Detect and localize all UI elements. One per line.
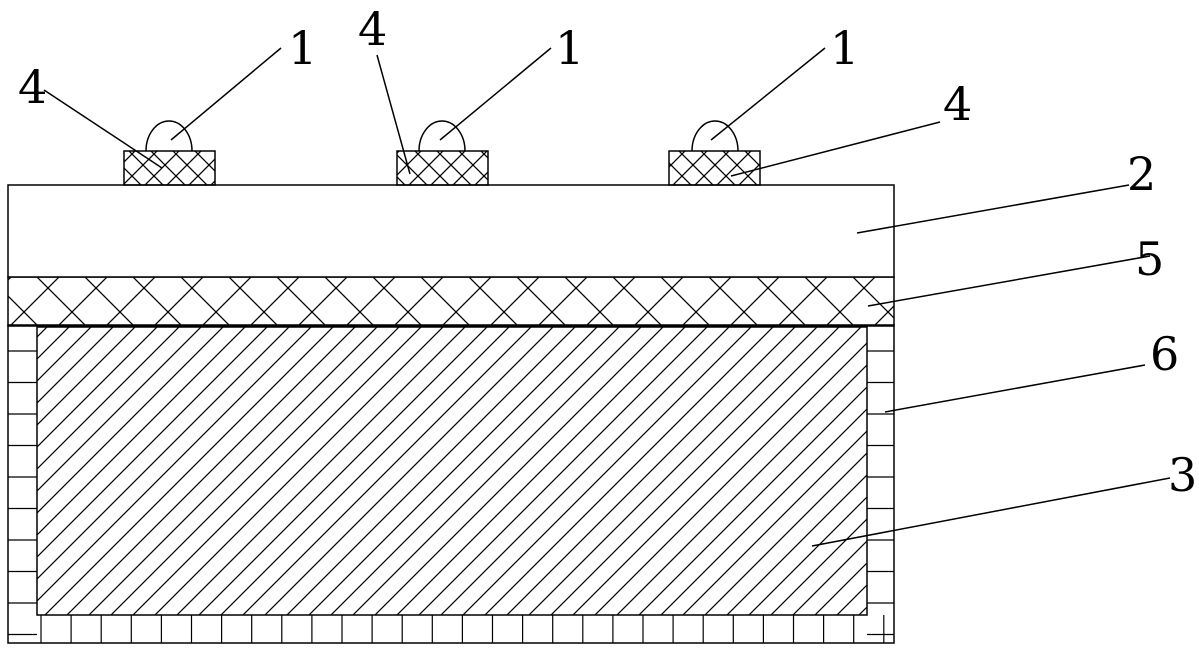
- leader-6: [884, 364, 1146, 413]
- leader-1-right: [710, 47, 826, 141]
- pad-4-left: [123, 150, 216, 186]
- leader-1-middle: [439, 47, 552, 141]
- pad-4-right: [668, 150, 761, 186]
- band-layer-5: [7, 276, 895, 327]
- pad-group-middle: [396, 120, 489, 186]
- dome-1-left: [145, 120, 193, 152]
- reference-labels: 1 1 1 4 4 4 2 5 6 3: [18, 2, 1197, 502]
- label-4-left: 4: [18, 60, 47, 114]
- label-4-middle: 4: [358, 2, 387, 56]
- leader-4-middle: [376, 54, 411, 175]
- label-3: 3: [1168, 448, 1197, 502]
- pad-group-right: [668, 120, 761, 186]
- label-6: 6: [1150, 327, 1179, 381]
- leader-4-left: [43, 89, 163, 169]
- label-1-middle: 1: [555, 21, 584, 75]
- core-layer-3: [36, 326, 868, 616]
- pad-group-left: [123, 120, 216, 186]
- leader-1-left: [170, 47, 282, 141]
- leader-lines: [43, 47, 1171, 547]
- leader-5: [867, 255, 1151, 307]
- label-1-left: 1: [288, 21, 317, 75]
- pad-4-middle: [396, 150, 489, 186]
- leader-3: [811, 477, 1171, 547]
- leader-4-right: [730, 121, 941, 177]
- frame-segment-marks: [8, 350, 894, 643]
- label-4-right: 4: [943, 77, 972, 131]
- label-5: 5: [1135, 232, 1164, 286]
- label-2: 2: [1127, 147, 1156, 201]
- leader-2: [856, 184, 1130, 234]
- top-layer-2: [7, 184, 895, 278]
- label-1-right: 1: [830, 21, 859, 75]
